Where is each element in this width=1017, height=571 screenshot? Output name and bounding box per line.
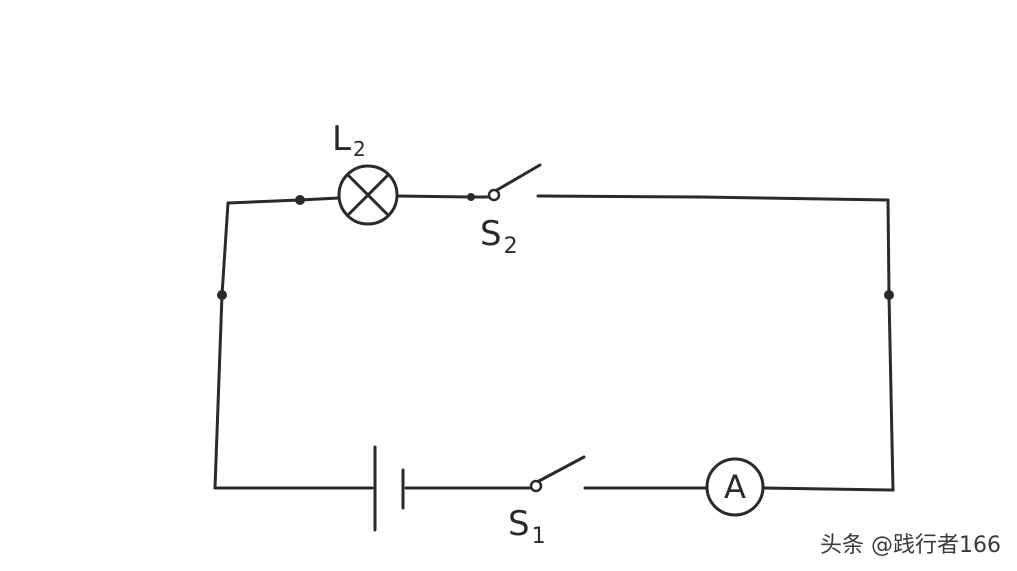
junction-dot-lamp <box>295 195 305 205</box>
top-wire-right <box>536 194 890 202</box>
junction-dot-right <box>884 290 894 300</box>
left-wire <box>213 201 230 490</box>
switch-s2-label: S2 <box>480 214 518 259</box>
top-wire-left <box>226 196 341 205</box>
switch-s2 <box>487 163 542 202</box>
lamp-l2 <box>337 164 399 226</box>
right-wire <box>886 198 895 492</box>
junction-dot-left <box>217 290 227 300</box>
bottom-wire-right <box>761 486 895 492</box>
ammeter: A <box>705 457 765 517</box>
battery <box>373 445 405 532</box>
ammeter-label: A <box>724 468 746 506</box>
switch-s1 <box>529 455 586 493</box>
junction-dot-s2 <box>467 193 475 201</box>
switch-s1-label: S1 <box>508 504 546 549</box>
watermark: 头条 @践行者166 <box>820 533 1001 558</box>
